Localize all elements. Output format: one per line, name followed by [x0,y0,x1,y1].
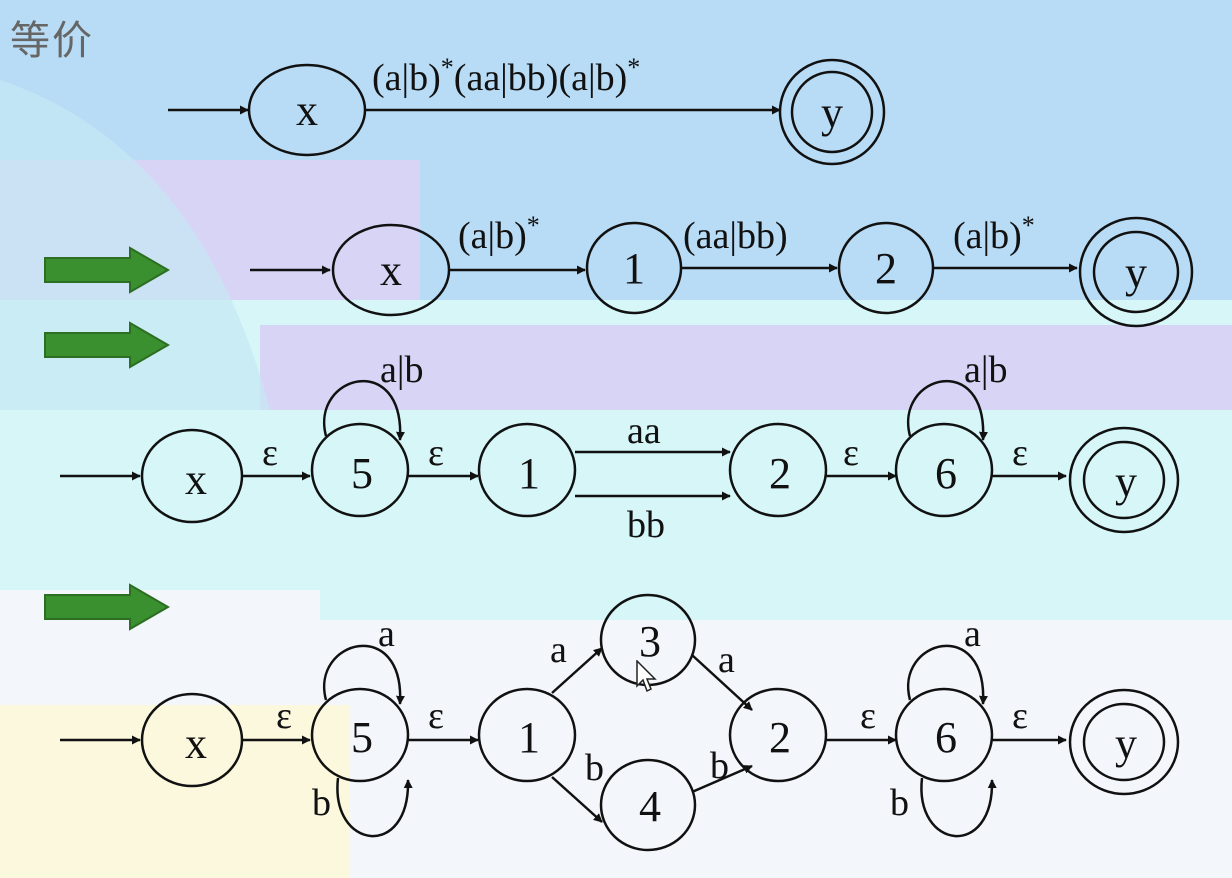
edge-label: a [550,629,567,671]
band-curve [0,80,270,410]
edge-label: (aa|bb) [683,215,788,257]
mouse-pointer-icon [636,660,657,693]
edge-label: (a|b)*(aa|bb)(a|b)* [372,53,640,99]
state-label: 6 [935,713,957,762]
edge-label: ε [428,695,444,737]
state-1 [477,687,577,783]
row-4 [60,593,1180,852]
state-label: 1 [518,449,540,498]
state-4 [599,758,697,852]
band-white-right [320,590,1232,620]
state-label: x [185,719,207,768]
loop-5-bottom [336,777,413,838]
state-2 [728,422,828,518]
state-label: x [380,246,402,295]
edge-label: ε [860,695,876,737]
state-y-outer [1068,688,1180,796]
loop-6-top [906,644,988,705]
state-label: y [1115,719,1137,768]
state-y-outer [1078,216,1194,328]
green-arrow-3 [44,583,170,631]
edge-label: a [718,639,735,681]
state-2 [728,687,828,783]
state-label: y [1125,248,1147,297]
edge-label: a|b [380,349,423,391]
edge-label: a [964,613,981,655]
state-label: 4 [639,782,661,831]
state-label: x [296,86,318,135]
state-label: 6 [935,449,957,498]
page-title: 等价 [10,18,94,64]
state-label: y [821,88,843,137]
edge-4-2 [691,764,753,794]
edge-label: aa [627,410,661,452]
edge-label: a|b [964,349,1007,391]
row-2 [250,216,1194,328]
state-y-outer [1068,426,1180,534]
state-y-outer [778,58,886,166]
loop-6 [906,380,988,441]
state-1 [477,422,577,518]
state-label: 1 [518,713,540,762]
green-arrow-1 [44,246,170,294]
state-label: 2 [769,449,791,498]
state-label: 2 [769,713,791,762]
state-label: 5 [351,449,373,498]
state-label: x [185,455,207,504]
row-1 [168,58,886,166]
loop-5 [323,380,405,441]
edge-label: b [585,747,604,789]
band-purple-right [260,325,1232,410]
edge-label: ε [276,695,292,737]
loop-5-top [323,644,405,705]
green-arrow-2 [44,321,170,369]
edge-label: b [710,745,729,787]
edge-3-2 [691,654,753,711]
edge-1-3 [551,647,603,694]
edge-label: (a|b)* [458,211,540,257]
state-label: 3 [639,617,661,666]
state-5 [310,687,410,783]
row-3 [60,380,1180,534]
state-y-inner [1092,230,1180,314]
edge-label: ε [843,432,859,474]
state-6 [894,687,994,783]
state-label: 2 [875,244,897,293]
state-label: y [1115,457,1137,506]
edge-label: b [890,782,909,824]
edge-label: ε [428,432,444,474]
edge-label: b [312,782,331,824]
state-label: 5 [351,713,373,762]
edge-label: ε [262,432,278,474]
state-y-inner [1082,702,1166,782]
edge-label: (a|b)* [953,211,1035,257]
edge-label: ε [1012,695,1028,737]
loop-6-bottom [920,777,997,838]
state-y-inner [790,70,874,154]
band-yellow [0,705,350,878]
edge-label: ε [1012,432,1028,474]
state-5 [310,422,410,518]
edge-1-4 [551,776,603,823]
edge-label: bb [627,504,665,546]
state-label: 1 [623,244,645,293]
state-y-inner [1082,440,1166,520]
edge-label: a [378,613,395,655]
state-6 [894,422,994,518]
